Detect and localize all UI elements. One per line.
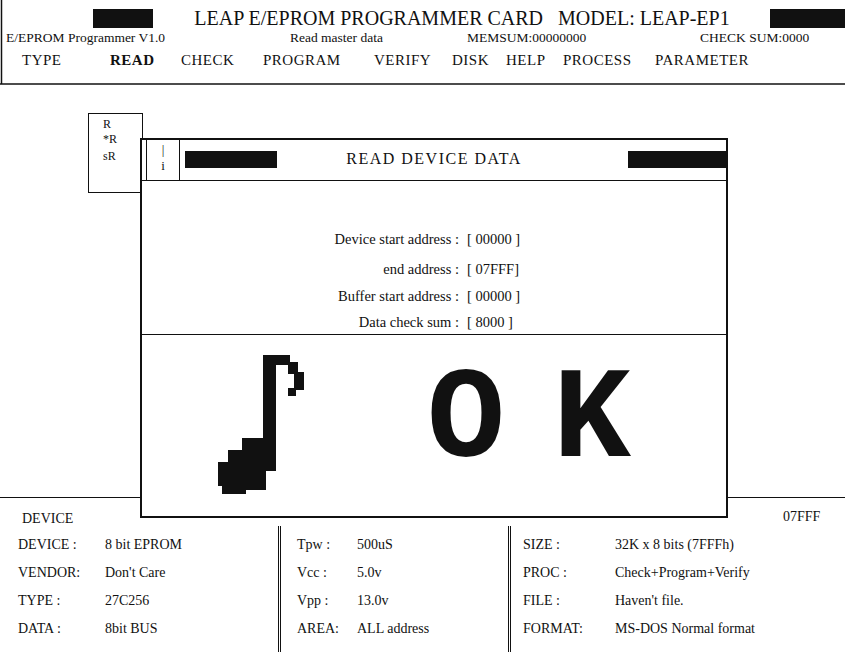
menu-item: DISK	[452, 50, 489, 70]
status-area: OK	[142, 335, 726, 516]
field-label: Device start address :	[335, 229, 459, 249]
info-value: 8 bit EPROM	[105, 535, 182, 555]
menu-box: R*R sR	[88, 113, 143, 193]
status-text: E/EPROM Programmer V1.0	[6, 28, 165, 48]
info-value: 8bit BUS	[105, 619, 158, 639]
info-label: TYPE :	[18, 591, 60, 611]
info-value: 32K x 8 bits (7FFFh)	[615, 535, 734, 555]
menu-letter: R	[103, 117, 111, 131]
menu-item: READ	[110, 50, 155, 70]
status-text: CHECK SUM:0000	[700, 28, 809, 48]
info-value: ALL address	[357, 619, 429, 639]
info-label: FILE :	[523, 591, 560, 611]
info-label: Vcc :	[297, 563, 327, 583]
info-column: DEVICE : 8 bit EPROM VENDOR: Don't CareTYPE…	[0, 526, 278, 652]
info-value: 27C256	[105, 591, 149, 611]
dialog-title: READ DEVICE DATA	[142, 149, 726, 169]
icon-box: |i	[146, 140, 180, 180]
menu-item: HELP	[506, 50, 546, 70]
menu-item: TYPE	[22, 50, 62, 70]
info-label: Vpp :	[297, 591, 329, 611]
menu-item: PARAMETER	[655, 50, 749, 70]
icon-glyph: |	[147, 142, 179, 158]
icon-glyph: i	[147, 158, 179, 174]
info-value: Haven't file.	[615, 591, 684, 611]
info-label: DEVICE :	[18, 535, 77, 555]
info-column: Tpw : 500uS Vcc : 5.0vVpp : 13.0vAREA: ALL ad…	[278, 526, 508, 652]
info-value: 500uS	[357, 535, 393, 555]
panel-caption: DEVICE	[22, 509, 73, 529]
menu-item: CHECK	[181, 50, 234, 70]
info-value: 5.0v	[357, 563, 382, 583]
ok-banner: OK	[427, 357, 679, 487]
status-text: MEMSUM:00000000	[467, 28, 586, 48]
info-label: SIZE :	[523, 535, 560, 555]
info-label: PROC :	[523, 563, 567, 583]
info-label: VENDOR:	[18, 563, 80, 583]
info-value: 13.0v	[357, 591, 389, 611]
info-label: FORMAT:	[523, 619, 583, 639]
menu-item: PROGRAM	[263, 50, 341, 70]
field-area: Device start address : [ 00000 ] end addre…	[142, 180, 726, 335]
info-value: Check+Program+Verify	[615, 563, 750, 583]
field-value: [ 07FFF]	[467, 259, 519, 279]
field-value: [ 00000 ]	[467, 229, 520, 249]
info-label: Tpw :	[297, 535, 330, 555]
menu-item: VERIFY	[374, 50, 431, 70]
info-value: MS-DOS Normal format	[615, 619, 755, 639]
info-value: Don't Care	[105, 563, 165, 583]
panel-caption: 07FFF	[783, 507, 820, 527]
field-value: [ 00000 ]	[467, 286, 520, 306]
field-label: Buffer start address :	[338, 286, 459, 306]
menu-letter: sR	[103, 149, 116, 163]
window-title: LEAP E/EPROM PROGRAMMER CARD MODEL: LEAP…	[158, 6, 766, 30]
field-label: Data check sum :	[359, 312, 459, 332]
info-column: SIZE : 32K x 8 bits (7FFFh) PROC : Check+Pr…	[508, 526, 845, 652]
info-label: DATA :	[18, 619, 61, 639]
field-label: end address :	[383, 259, 459, 279]
menu-item: PROCESS	[563, 50, 632, 70]
menu-letter: *R	[103, 132, 117, 146]
dialog-box: Device start address : [ 00000 ] end addre…	[140, 138, 728, 518]
info-panel: DEVICE : 8 bit EPROM VENDOR: Don't CareTYPE…	[0, 497, 845, 652]
status-text: Read master data	[290, 28, 383, 48]
info-label: AREA:	[297, 619, 339, 639]
field-value: [ 8000 ]	[467, 312, 513, 332]
